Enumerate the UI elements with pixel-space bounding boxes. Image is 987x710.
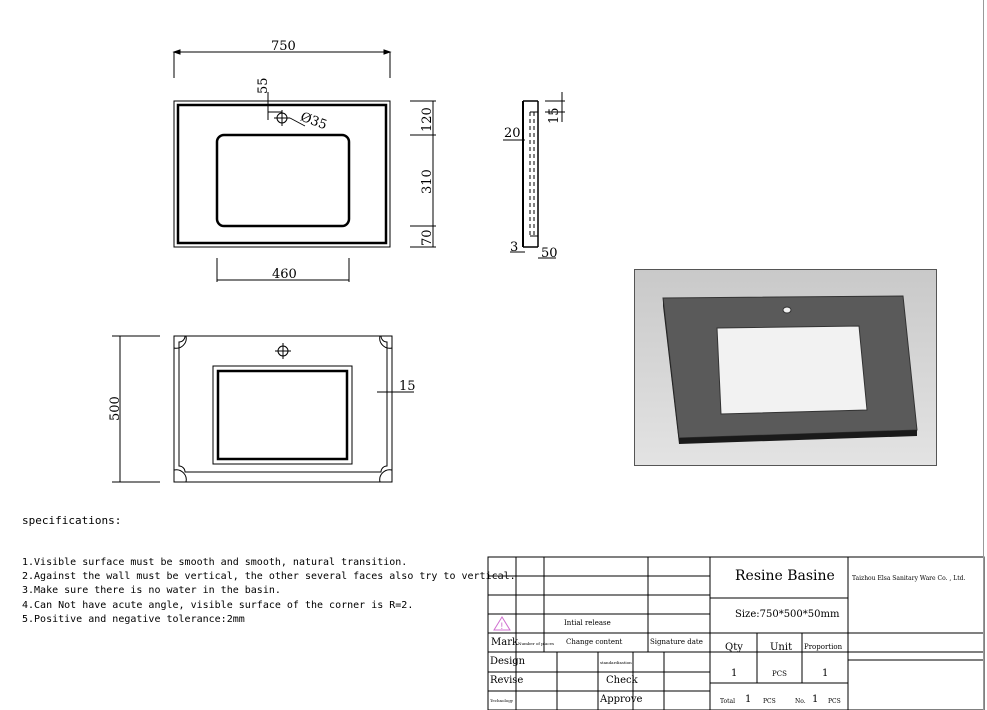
- tb-no-value: 1: [812, 694, 819, 705]
- side-view: [503, 92, 565, 259]
- tb-change-content: Change content: [566, 638, 623, 646]
- dim-lip: 20: [504, 126, 521, 141]
- tb-qty-value: 1: [731, 668, 738, 679]
- tb-product-name: Resine Basine: [735, 568, 835, 584]
- tb-standardization: standardization: [600, 660, 632, 665]
- tb-qty-label: Qty: [725, 642, 743, 653]
- tb-total-unit: PCS: [763, 698, 776, 705]
- tb-total-value: 1: [745, 694, 752, 705]
- tb-no-label: No.: [795, 698, 806, 705]
- tb-proportion-label: Proportion: [804, 643, 843, 651]
- spec-item: 2.Against the wall must be vertical, the…: [22, 571, 516, 583]
- bottom-view: [112, 335, 414, 483]
- spec-item: 3.Make sure there is no water in the bas…: [22, 585, 281, 597]
- tb-signature-date: Signature date: [650, 638, 703, 646]
- tb-proportion-value: 1: [822, 668, 829, 679]
- spec-item: 5.Positive and negative tolerance:2mm: [22, 613, 245, 625]
- svg-text:!: !: [500, 622, 504, 632]
- dim-edge-offset: 15: [399, 379, 416, 394]
- dim-height: 50: [541, 246, 558, 261]
- top-view: [172, 49, 436, 282]
- tb-number-of-places: Number of places: [518, 641, 555, 646]
- tb-approve: Approve: [600, 694, 643, 705]
- tb-initial-release: Intial release: [564, 619, 611, 627]
- tb-no-unit: PCS: [828, 698, 841, 705]
- spec-item: 1.Visible surface must be smooth and smo…: [22, 557, 408, 568]
- tb-check: Check: [606, 675, 638, 686]
- tb-unit-label: Unit: [770, 642, 793, 653]
- tb-technology: Technology: [490, 698, 514, 703]
- dim-bowl-width: 460: [272, 267, 297, 282]
- tb-revise: Revise: [490, 675, 524, 686]
- warning-icon: [493, 616, 511, 631]
- tb-company: Taizhou Elsa Sanitary Ware Co. , Ltd.: [852, 575, 966, 582]
- tb-total-label: Total: [720, 698, 736, 705]
- sheet-border: [983, 0, 984, 710]
- tb-unit-value: PCS: [772, 670, 787, 678]
- spec-item: 4.Can Not have acute angle, visible surf…: [22, 599, 414, 611]
- product-rendering: [634, 269, 937, 466]
- basin-3d-image: [662, 295, 918, 444]
- tb-design: Design: [490, 656, 526, 667]
- tb-mark: Mark: [491, 637, 519, 648]
- dim-foot: 3: [510, 240, 519, 255]
- dim-overall-width: 750: [271, 39, 296, 54]
- tb-size: Size:750*500*50mm: [735, 609, 840, 620]
- specifications-list: 1.Visible surface must be smooth and smo…: [22, 556, 516, 627]
- specifications-title: specifications:: [22, 514, 122, 527]
